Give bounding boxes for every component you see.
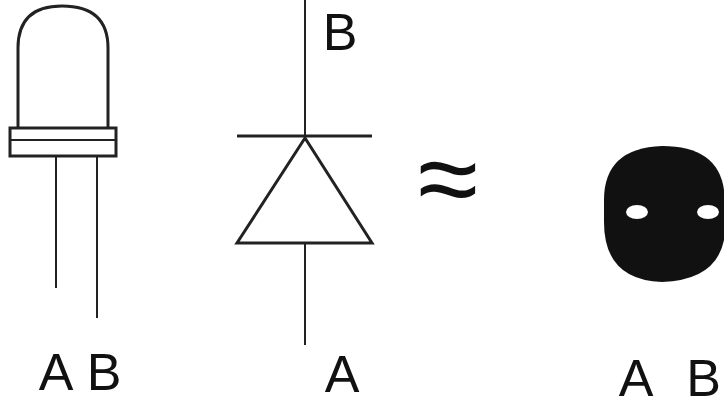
led-bottom-view (604, 146, 724, 282)
pin-label: A (619, 352, 654, 404)
diode-wire (304, 0, 306, 136)
led-lead (96, 156, 98, 318)
equivalence-sign: ≈ (418, 123, 478, 233)
led-dome (18, 6, 108, 128)
pin-label: B (87, 346, 122, 398)
lead-hole (697, 205, 719, 219)
led-flange (10, 128, 116, 156)
diode-triangle (237, 138, 372, 243)
pin-label: B (323, 6, 358, 58)
pin-label: B (686, 352, 721, 404)
led-lead (55, 156, 57, 288)
pin-label: A (39, 346, 74, 398)
pin-label: A (325, 348, 360, 400)
diode-wire (304, 243, 306, 345)
lead-hole (626, 205, 648, 219)
